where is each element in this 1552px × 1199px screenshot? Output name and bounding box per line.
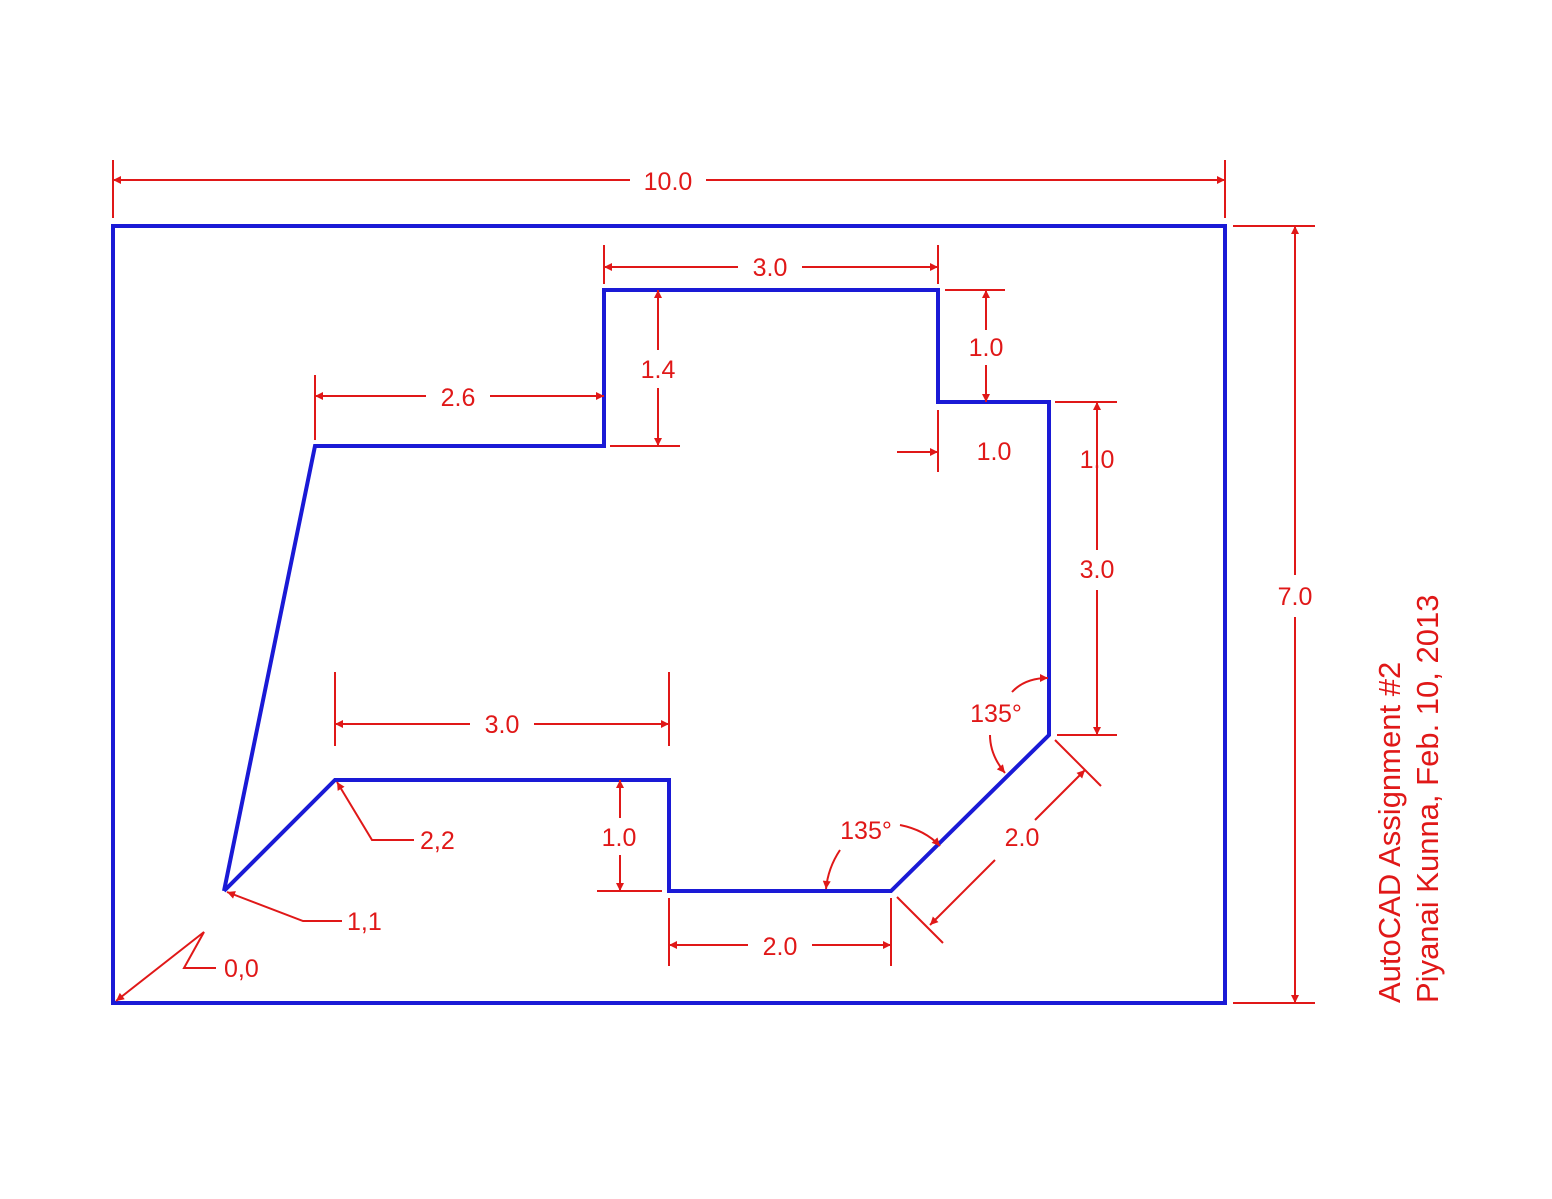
label-mask — [759, 933, 801, 961]
dim-angle-lower-label: 135° — [840, 817, 892, 845]
label-mask — [965, 334, 1007, 362]
dim-right-side-height: 3.0 — [1055, 401, 1118, 736]
dim-top-notch-depth: 1.4 — [610, 290, 680, 447]
title-block: AutoCAD Assignment #2 Piyanai Kunna, Feb… — [1372, 595, 1445, 1003]
dim-angle-upper: 135° — [967, 674, 1049, 774]
label-mask — [973, 438, 1015, 466]
dim-right-step-drop: 1.0 — [945, 289, 1007, 402]
dim-bottom-run: 2.0 — [668, 898, 892, 966]
label-mask — [1274, 583, 1316, 611]
dim-overall-height: 7.0 — [1233, 225, 1316, 1004]
dim-top-notch-depth-label: 1.4 — [641, 356, 676, 384]
dim-lower-left-run: 3.0 — [334, 672, 670, 746]
label-mask — [598, 824, 640, 852]
label-mask — [344, 908, 385, 936]
dim-angle-lower: 135° — [822, 817, 941, 890]
dim-lower-step-drop-label: 1.0 — [602, 824, 637, 852]
point-2-2-label: 2,2 — [420, 827, 455, 855]
label-mask — [637, 356, 679, 384]
label-mask — [749, 254, 791, 282]
leader-point-1-1: 1,1 — [226, 891, 385, 936]
label-mask — [837, 817, 895, 845]
label-mask — [640, 168, 696, 196]
label-mask — [1076, 556, 1118, 584]
dim-lower-step-drop: 1.0 — [597, 780, 662, 892]
leader-origin: 0,0 — [115, 931, 262, 1002]
dim-diagonal-length-label: 2.0 — [1005, 824, 1040, 852]
title-line-2: Piyanai Kunna, Feb. 10, 2013 — [1410, 595, 1445, 1003]
leader-point-2-2: 2,2 — [336, 781, 458, 855]
label-mask — [1001, 824, 1043, 852]
dim-upper-left-run: 2.6 — [314, 375, 604, 440]
dim-right-side-height-label: 3.0 — [1080, 556, 1115, 584]
label-mask — [417, 827, 458, 855]
label-mask — [481, 711, 523, 739]
inner-profile — [222, 288, 1051, 893]
dim-upper-left-run-label: 2.6 — [441, 384, 476, 412]
title-line-1: AutoCAD Assignment #2 — [1372, 662, 1407, 1003]
dim-right-step-width: 1.0 — [897, 410, 1015, 472]
label-mask — [221, 955, 262, 983]
dim-right-step-width-label: 1.0 — [977, 438, 1012, 466]
dim-diagonal-length: 2.0 — [896, 739, 1102, 944]
dim-angle-upper-label: 135° — [970, 700, 1022, 728]
dim-lower-left-run-label: 3.0 — [485, 711, 520, 739]
dim-top-notch-width-label: 3.0 — [753, 254, 788, 282]
dim-overall-height-label: 7.0 — [1278, 583, 1313, 611]
point-1-1-label: 1,1 — [347, 908, 382, 936]
dim-overall-width-label: 10.0 — [644, 168, 693, 196]
dim-overall-width: 10.0 — [112, 160, 1226, 218]
dim-right-step-drop-label: 1.0 — [969, 334, 1004, 362]
label-mask — [437, 384, 479, 412]
outer-rectangle — [111, 224, 1227, 1005]
origin-label: 0,0 — [224, 955, 259, 983]
label-mask — [967, 700, 1025, 728]
dim-bottom-run-label: 2.0 — [763, 933, 798, 961]
dim-top-notch-width: 3.0 — [603, 245, 939, 284]
